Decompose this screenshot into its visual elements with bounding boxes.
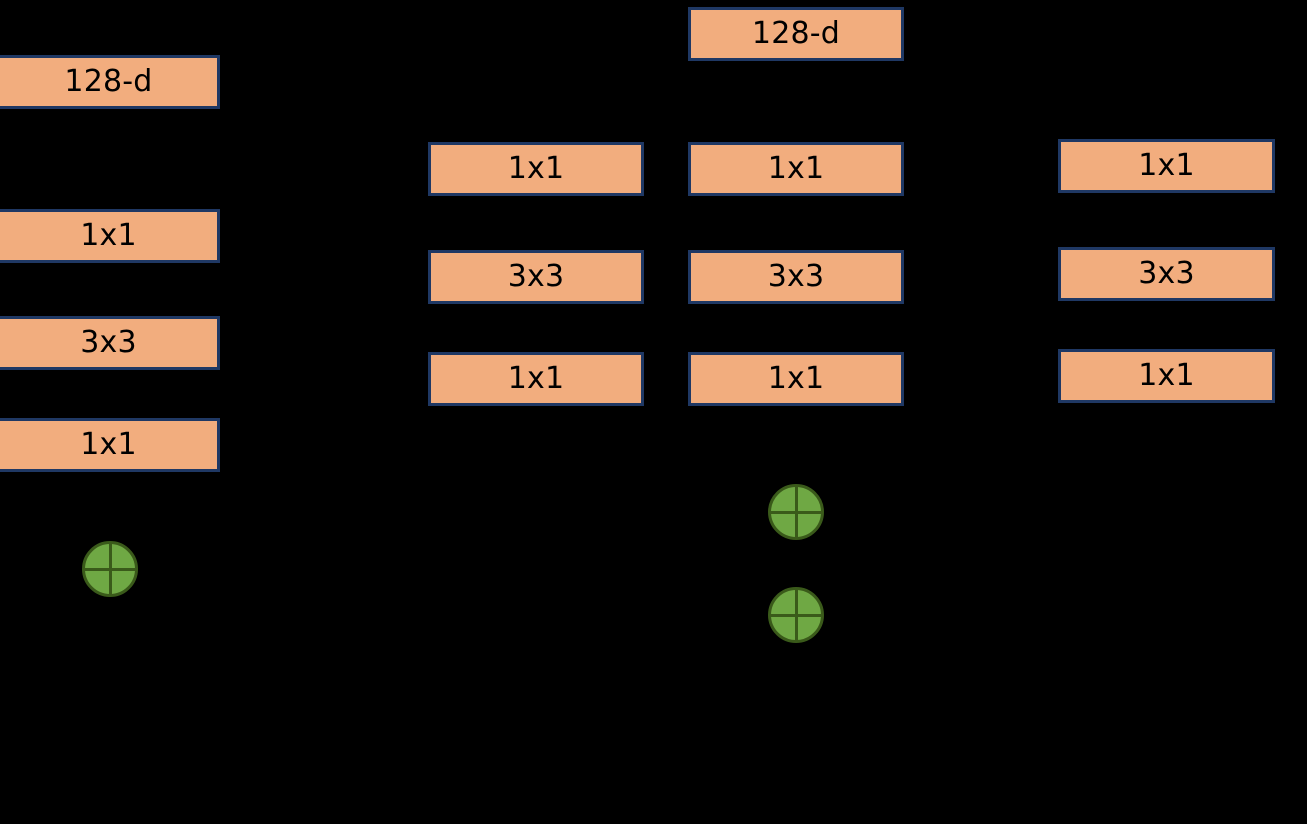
connector-c-4: [795, 406, 797, 484]
plus-horizontal-stroke: [771, 613, 821, 617]
connector-d-2: [1165, 301, 1167, 349]
op-box-1x1[interactable]: 1x1: [688, 142, 904, 196]
op-box-label: 1x1: [80, 218, 137, 253]
op-box-label: 1x1: [1138, 358, 1195, 393]
op-box-1x1[interactable]: 1x1: [0, 209, 220, 263]
sum-node-icon[interactable]: [82, 541, 138, 597]
op-box-1x1[interactable]: 1x1: [688, 352, 904, 406]
connector-b-2: [535, 304, 537, 352]
connector-a-1: [109, 109, 111, 209]
op-box-label: 128-d: [751, 16, 841, 51]
connector-c-2: [795, 196, 797, 250]
connector-c-5: [795, 540, 797, 587]
op-box-128-d[interactable]: 128-d: [688, 7, 904, 61]
op-box-label: 1x1: [507, 361, 565, 396]
plus-horizontal-stroke: [85, 567, 135, 571]
op-box-3x3[interactable]: 3x3: [0, 316, 220, 370]
connector-c-3: [795, 304, 797, 352]
sum-node-icon[interactable]: [768, 587, 824, 643]
plus-horizontal-stroke: [771, 510, 821, 514]
connector-a-3: [109, 370, 111, 418]
op-box-label: 1x1: [507, 151, 565, 186]
op-box-label: 1x1: [767, 151, 825, 186]
op-box-1x1[interactable]: 1x1: [0, 418, 220, 472]
connector-a-4: [109, 472, 111, 541]
connector-c-1: [795, 61, 797, 142]
sum-node-icon[interactable]: [768, 484, 824, 540]
op-box-3x3[interactable]: 3x3: [688, 250, 904, 304]
op-box-label: 128-d: [64, 64, 153, 99]
op-box-label: 1x1: [767, 361, 825, 396]
connector-a-2: [109, 263, 111, 316]
connector-d-1: [1165, 193, 1167, 247]
connector-b-1: [535, 196, 537, 250]
op-box-label: 3x3: [507, 259, 565, 294]
op-box-128-d[interactable]: 128-d: [0, 55, 220, 109]
op-box-1x1[interactable]: 1x1: [1058, 139, 1275, 193]
op-box-3x3[interactable]: 3x3: [1058, 247, 1275, 301]
op-box-1x1[interactable]: 1x1: [428, 352, 644, 406]
op-box-3x3[interactable]: 3x3: [428, 250, 644, 304]
op-box-label: 1x1: [80, 427, 137, 462]
op-box-label: 3x3: [767, 259, 825, 294]
op-box-label: 3x3: [1138, 256, 1195, 291]
op-box-1x1[interactable]: 1x1: [428, 142, 644, 196]
op-box-1x1[interactable]: 1x1: [1058, 349, 1275, 403]
op-box-label: 1x1: [1138, 148, 1195, 183]
op-box-label: 3x3: [80, 325, 137, 360]
